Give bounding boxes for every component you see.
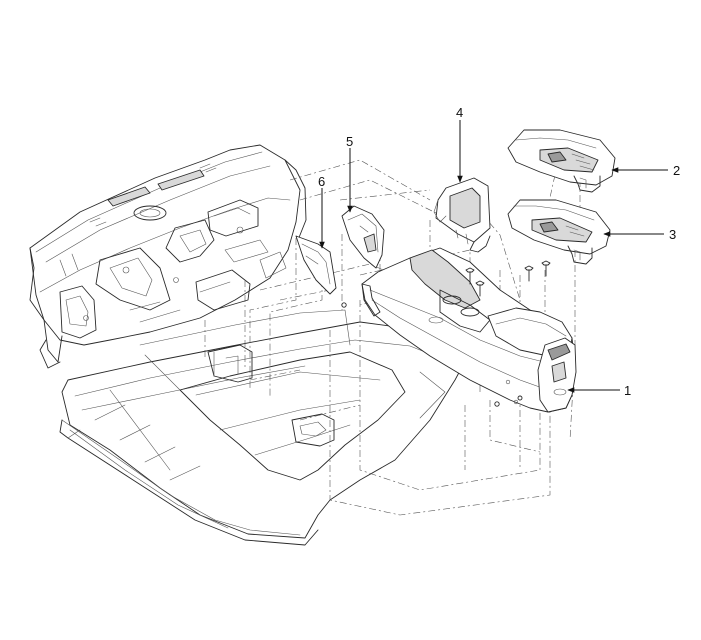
callout-5: 5	[346, 134, 353, 149]
side-cover-6	[295, 235, 337, 295]
floor-console	[361, 247, 577, 413]
callout-labels: 1 2 3 4 5 6	[318, 105, 680, 398]
floor-pan	[59, 309, 471, 546]
callout-6: 6	[318, 174, 325, 189]
fasteners	[341, 260, 551, 407]
callout-1: 1	[624, 383, 631, 398]
callout-3: 3	[669, 227, 676, 242]
callout-2: 2	[673, 163, 680, 178]
callout-4: 4	[456, 105, 463, 120]
callout-leaders	[319, 120, 668, 393]
center-fascia-panel	[433, 177, 491, 253]
side-cover-5	[341, 205, 385, 269]
dashboard	[29, 144, 307, 369]
console-upper-cover-a	[507, 129, 616, 193]
console-upper-cover-b	[507, 199, 611, 265]
